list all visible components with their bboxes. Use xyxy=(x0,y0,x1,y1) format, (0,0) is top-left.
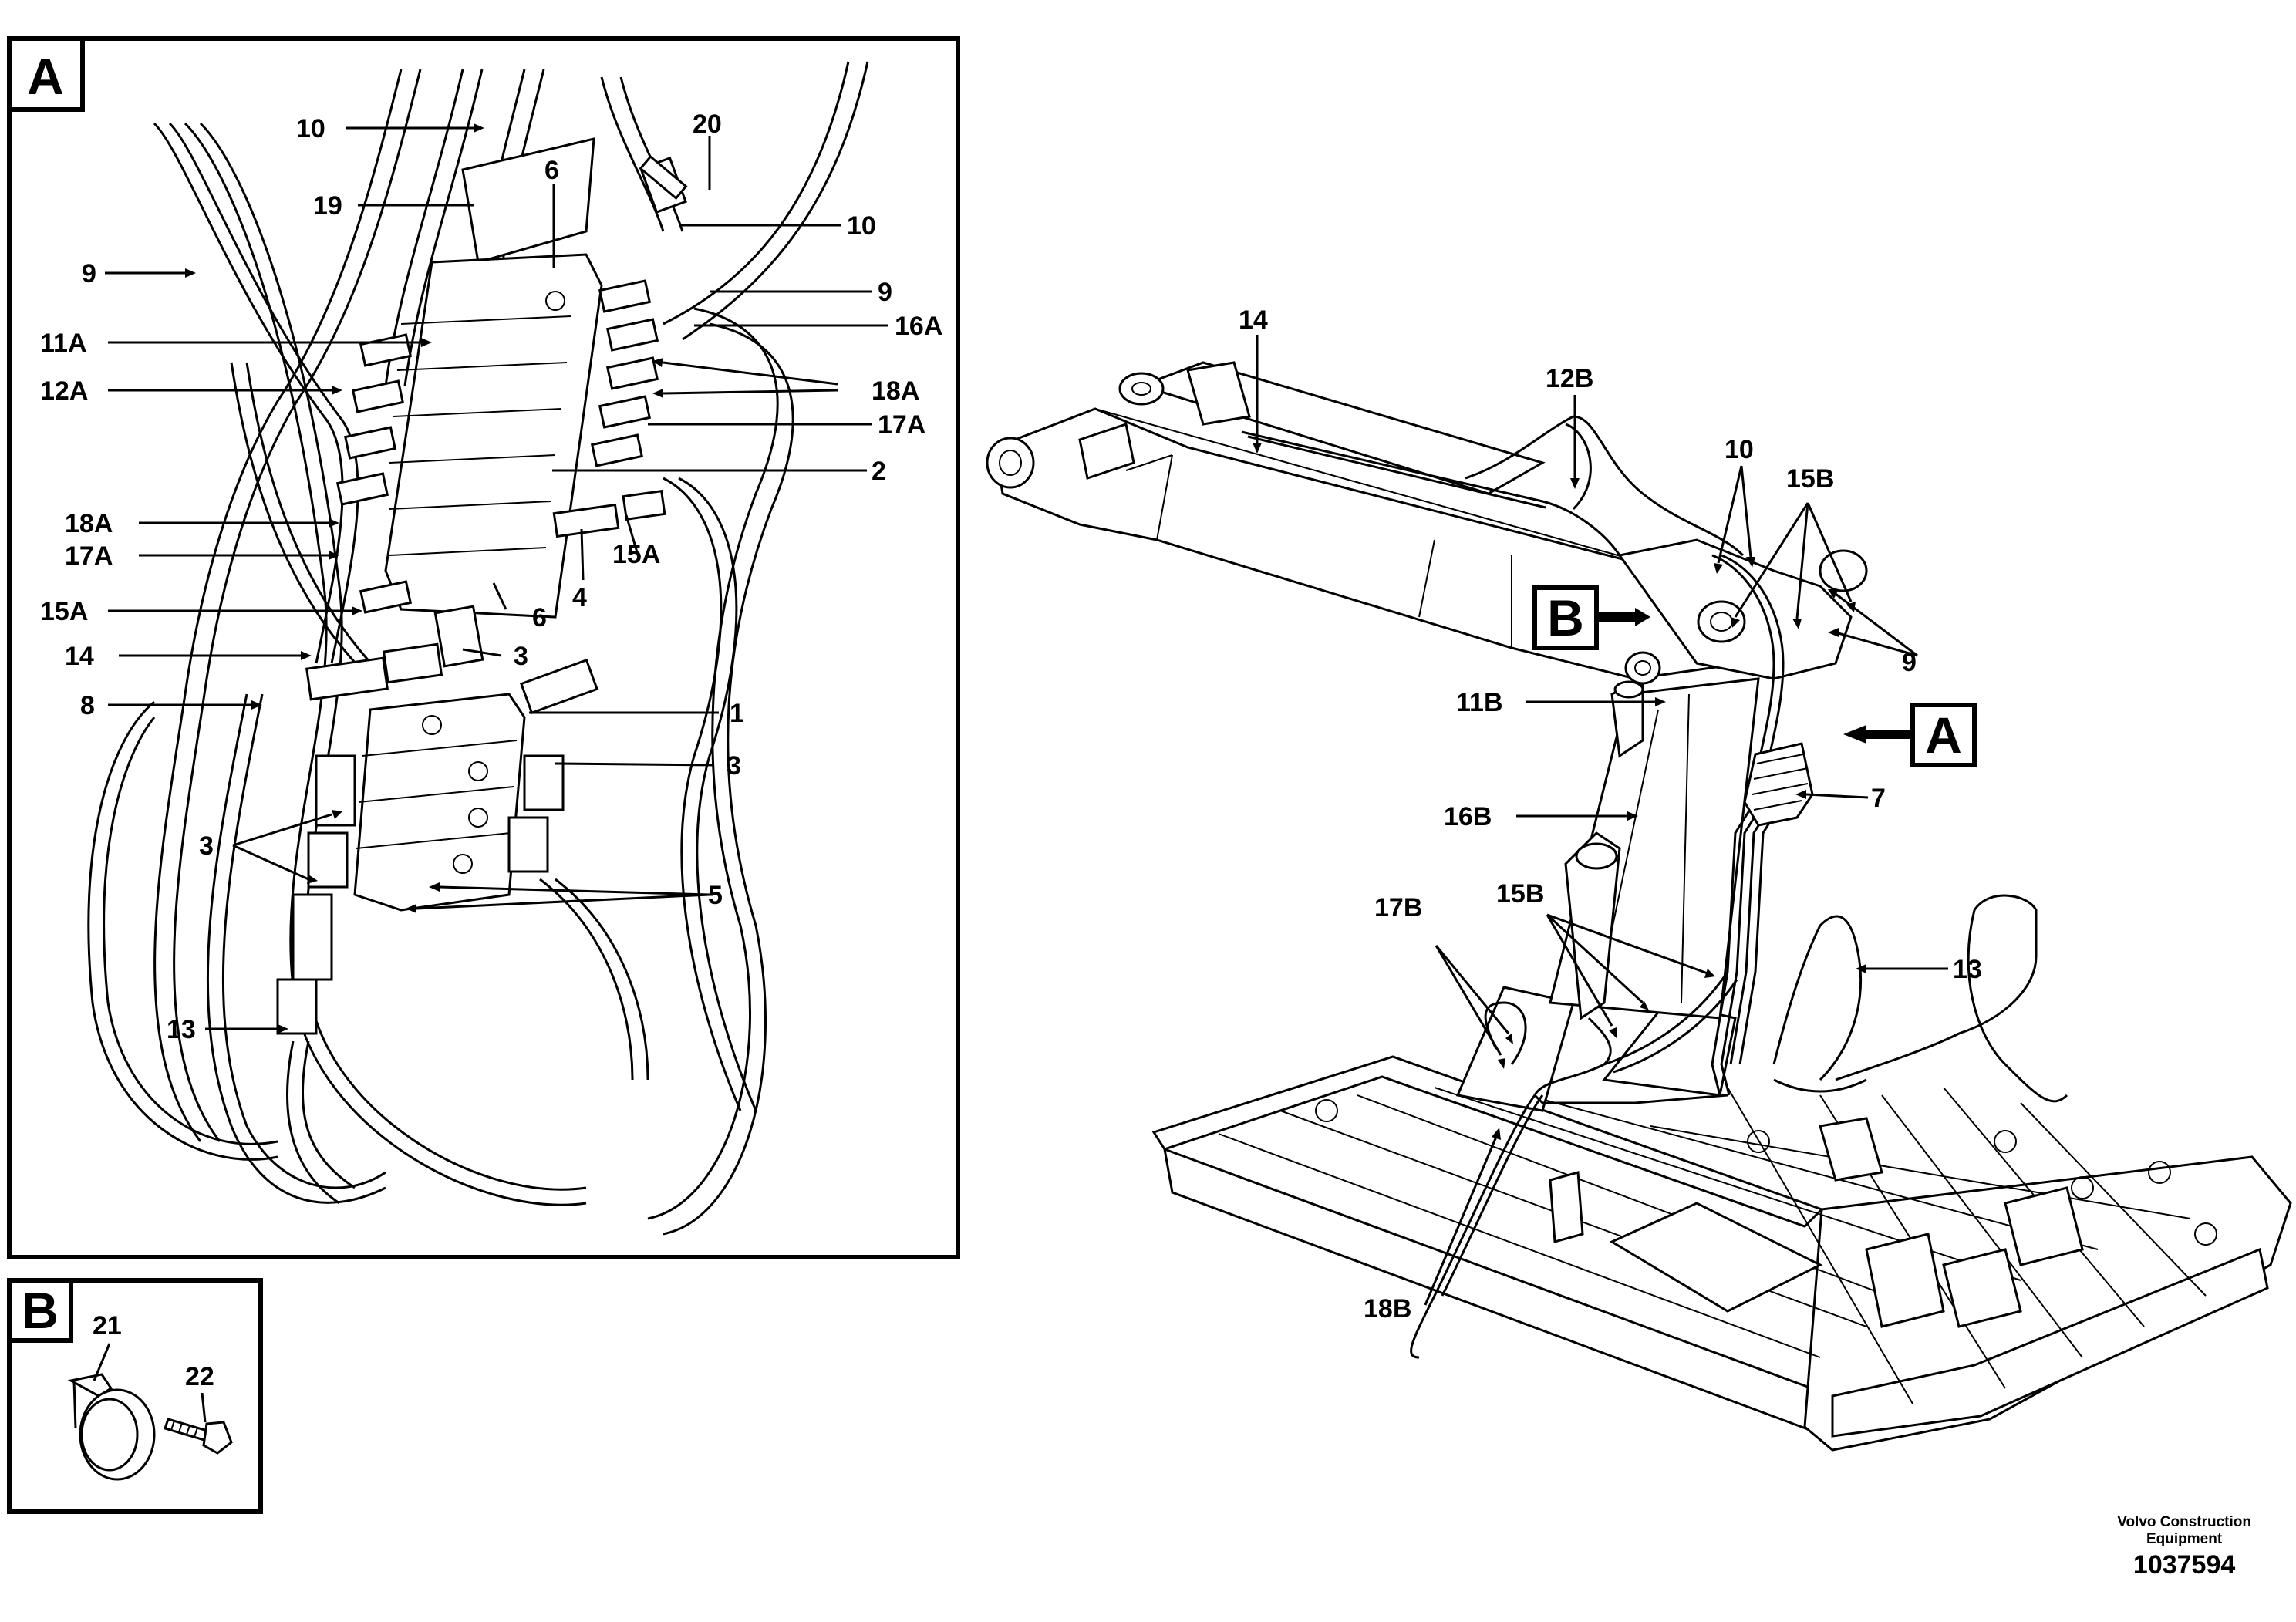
label-10: 10 xyxy=(847,211,876,241)
label-12a: 12A xyxy=(40,376,88,406)
label-19: 19 xyxy=(313,191,342,221)
label-13: 13 xyxy=(1953,955,1982,984)
boom-structure xyxy=(1455,676,1760,1112)
label-9: 9 xyxy=(82,259,96,288)
label-6: 6 xyxy=(544,156,559,185)
valve-fittings xyxy=(335,157,687,614)
label-6: 6 xyxy=(532,603,547,632)
machine-hoses xyxy=(1241,415,2068,1359)
label-18a: 18A xyxy=(872,376,919,406)
company-line-1: Volvo Construction xyxy=(2117,1514,2251,1530)
hose-bracket-detail xyxy=(1752,754,1809,811)
callout-b-arrow xyxy=(1596,608,1650,626)
detail-a-labels: 10 20 19 6 10 9 9 16A 11A 12A 18A 17A 2 … xyxy=(40,110,942,1044)
bracket-plate xyxy=(461,137,595,264)
label-3: 3 xyxy=(514,642,528,671)
label-22: 22 xyxy=(185,1362,214,1391)
callout-a-arrow xyxy=(1843,725,1913,744)
company-line-2: Equipment xyxy=(2146,1531,2223,1547)
label-16a: 16A xyxy=(895,312,942,341)
label-9: 9 xyxy=(878,278,892,307)
main-boom xyxy=(986,361,1868,685)
valve-block-sections xyxy=(389,291,571,556)
lower-valve-details xyxy=(356,715,518,874)
detail-a-leaders xyxy=(105,126,888,1030)
lower-valve-block xyxy=(353,693,526,912)
label-9: 9 xyxy=(1902,648,1917,677)
leader-22 xyxy=(201,1392,207,1423)
label-18b: 18B xyxy=(1364,1294,1411,1324)
label-11a: 11A xyxy=(40,329,87,358)
label-17a: 17A xyxy=(65,541,113,571)
label-4: 4 xyxy=(572,583,587,612)
callout-b-tag: B xyxy=(1547,589,1584,646)
label-15a: 15A xyxy=(40,597,88,626)
callout-a-tag: A xyxy=(1925,706,1962,764)
label-15b: 15B xyxy=(1496,879,1544,909)
label-17b: 17B xyxy=(1374,893,1422,922)
label-16b: 16B xyxy=(1444,802,1492,831)
label-2: 2 xyxy=(872,457,886,486)
label-12b: 12B xyxy=(1546,364,1593,393)
hose-bracket xyxy=(1743,742,1814,827)
drawing-number: 1037594 xyxy=(2132,1550,2236,1580)
detail-b-tag: B xyxy=(22,1282,59,1339)
label-7: 7 xyxy=(1871,784,1886,813)
detail-b-tag-box xyxy=(7,1278,73,1343)
machine-arrowheads xyxy=(1253,443,1866,1140)
label-10: 10 xyxy=(296,114,325,143)
machine-view: B A xyxy=(986,305,2292,1452)
detail-view-b: B 21 22 xyxy=(7,1278,263,1514)
label-11b: 11B xyxy=(1456,688,1503,717)
detail-a-frame xyxy=(7,36,960,1259)
label-8: 8 xyxy=(80,691,95,720)
machine-labels: 14 12B 10 15B 9 11B 7 16B 17B 15B 13 18B xyxy=(1239,305,1982,1324)
label-18a: 18A xyxy=(65,509,113,538)
label-17a: 17A xyxy=(878,410,925,440)
label-3: 3 xyxy=(727,751,741,781)
leader-21 xyxy=(93,1343,111,1381)
lower-valve-fittings xyxy=(276,154,688,1035)
screw xyxy=(164,1418,233,1455)
undercarriage-frame xyxy=(1151,1055,2292,1452)
label-5: 5 xyxy=(708,881,723,910)
label-10: 10 xyxy=(1725,435,1754,464)
label-14: 14 xyxy=(65,642,94,671)
label-15a: 15A xyxy=(612,540,660,569)
machine-leaders xyxy=(1256,335,1948,1306)
detail-view-a: A xyxy=(7,36,960,1259)
detail-b-frame xyxy=(7,1278,263,1514)
footer-credit: Volvo Construction Equipment 1037594 xyxy=(2117,1514,2251,1582)
label-13: 13 xyxy=(167,1015,196,1044)
detail-a-arrowheads xyxy=(185,123,663,1034)
clamp xyxy=(67,1373,156,1481)
label-20: 20 xyxy=(693,110,722,139)
valve-block xyxy=(384,253,603,619)
label-14: 14 xyxy=(1239,305,1268,335)
label-1: 1 xyxy=(730,699,744,728)
label-21: 21 xyxy=(93,1311,122,1340)
label-3: 3 xyxy=(199,831,214,861)
label-15b: 15B xyxy=(1786,464,1834,494)
detail-a-tag-box xyxy=(7,36,85,112)
detail-a-tag: A xyxy=(27,48,64,105)
